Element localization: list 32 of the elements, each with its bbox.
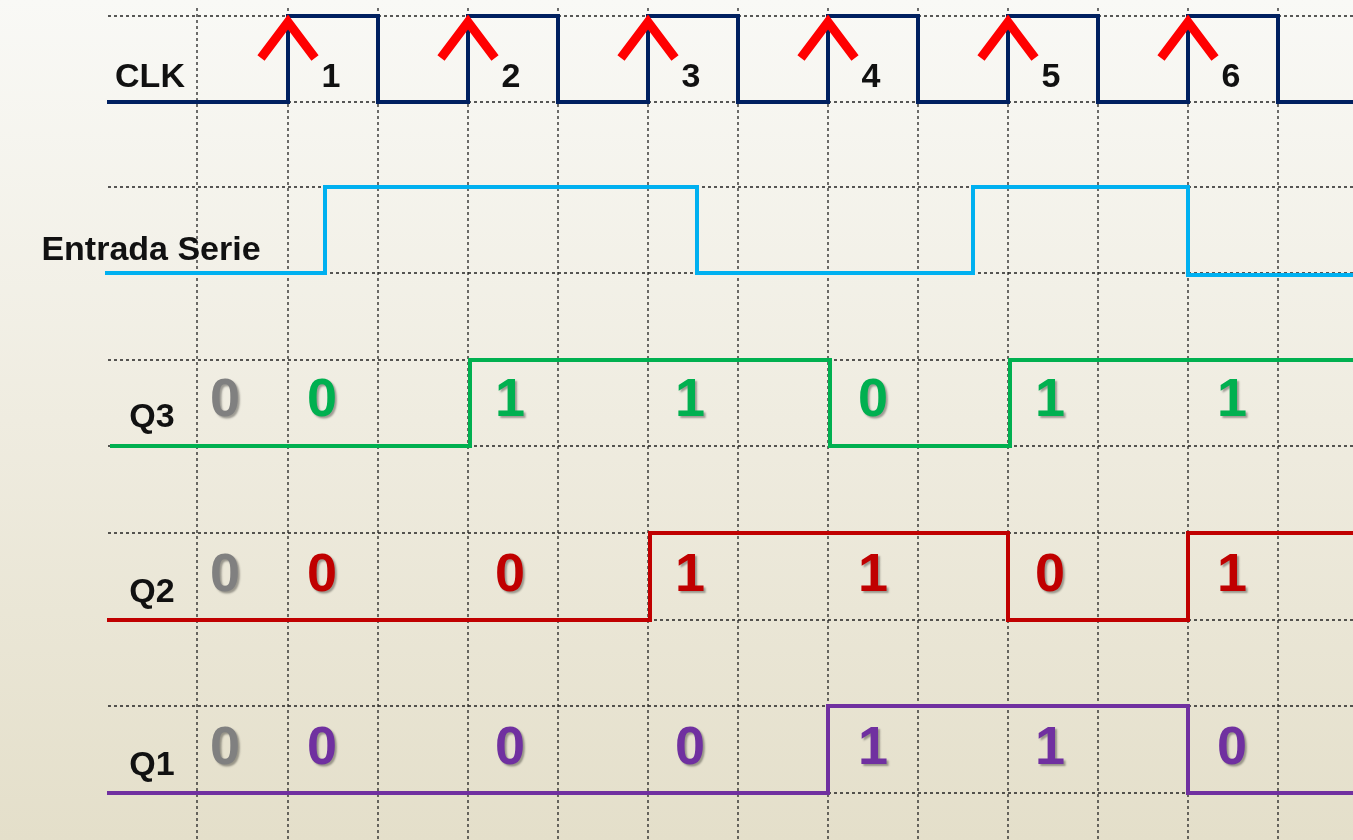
bit-value: 0 — [210, 718, 240, 772]
bit-value: 1 — [1035, 718, 1065, 772]
bit-value: 1 — [858, 545, 888, 599]
bit-value: 1 — [495, 370, 525, 424]
bit-value: 1 — [858, 718, 888, 772]
bit-value: 1 — [675, 545, 705, 599]
bit-value: 1 — [1217, 545, 1247, 599]
bit-value: 1 — [1035, 370, 1065, 424]
bit-value: 1 — [1217, 370, 1247, 424]
bit-value: 0 — [858, 370, 888, 424]
bit-value: 0 — [495, 545, 525, 599]
bit-value: 0 — [307, 718, 337, 772]
bit-value: 0 — [1035, 545, 1065, 599]
bit-value: 1 — [675, 370, 705, 424]
bit-value: 0 — [495, 718, 525, 772]
bit-value: 0 — [307, 370, 337, 424]
bit-value: 0 — [307, 545, 337, 599]
signal-label: Q3 — [129, 398, 175, 432]
signal-label: CLK — [115, 58, 185, 92]
signal-label: Q1 — [129, 746, 175, 780]
clock-cycle-number: 5 — [1041, 58, 1061, 92]
signal-label: Entrada Serie — [41, 231, 261, 265]
bit-value: 0 — [675, 718, 705, 772]
clock-cycle-number: 3 — [681, 58, 701, 92]
bit-value: 0 — [1217, 718, 1247, 772]
clock-cycle-number: 6 — [1221, 58, 1241, 92]
signal-label: Q2 — [129, 573, 175, 607]
bit-value: 0 — [210, 370, 240, 424]
clock-cycle-number: 4 — [861, 58, 881, 92]
bit-value: 0 — [210, 545, 240, 599]
clock-cycle-number: 2 — [501, 58, 521, 92]
clock-cycle-number: 1 — [321, 58, 341, 92]
